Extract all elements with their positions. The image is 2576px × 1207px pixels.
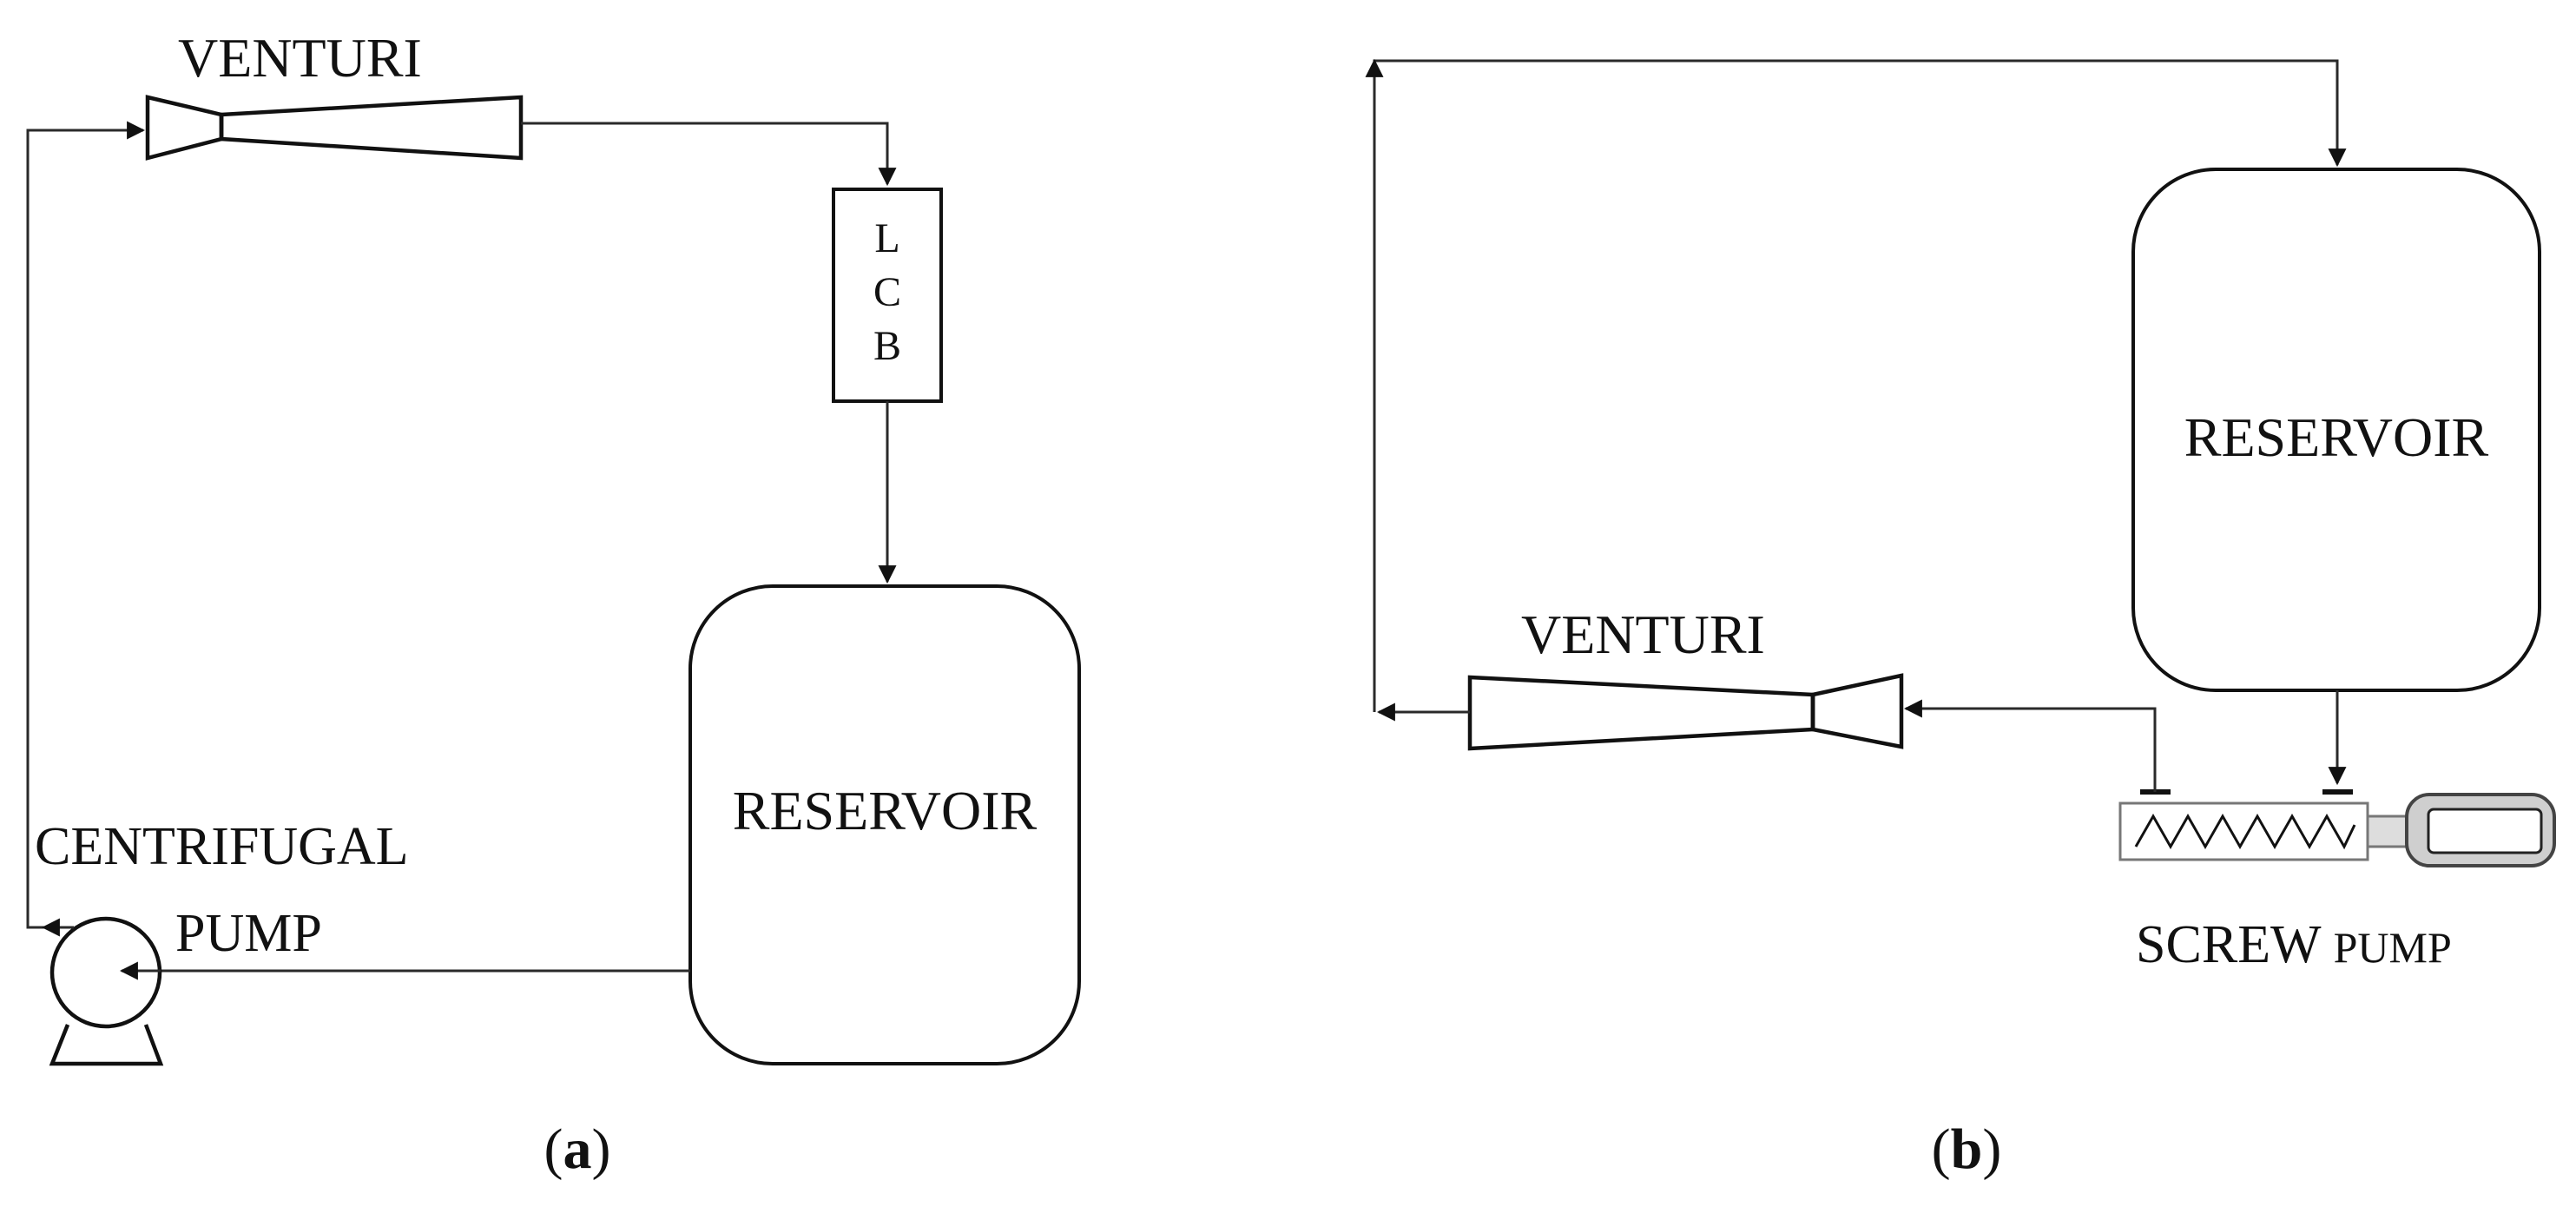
centrifugal-pump — [49, 916, 164, 1066]
pump-a-label-line2: PUMP — [175, 904, 322, 963]
caption-b: (b) — [1932, 1118, 2002, 1181]
lcb-letter-l: L — [874, 215, 899, 261]
pipe-return-to-reservoir — [1373, 59, 2347, 712]
pump-a-label-line1: CENTRIFUGAL — [35, 817, 409, 876]
reservoir-b-label: RESERVOIR — [2184, 406, 2489, 468]
venturi-a-label: VENTURI — [178, 27, 422, 89]
pipe-screw-pump-to-venturi — [1903, 699, 2157, 792]
venturi-a — [145, 95, 524, 161]
venturi-b-label: VENTURI — [1521, 604, 1765, 665]
reservoir-a-label: RESERVOIR — [733, 780, 1038, 841]
reservoir-a — [688, 584, 1081, 1065]
pipe-pump-to-venturi — [26, 121, 146, 929]
caption-a: (a) — [544, 1118, 611, 1181]
screw-pump — [2118, 789, 2556, 867]
lcb-letter-b: B — [873, 323, 901, 369]
lcb-letter-c: C — [873, 269, 901, 315]
venturi-b — [1467, 673, 1904, 751]
pipe-venturi-to-lcb — [521, 122, 897, 187]
panel-a: VENTURI L C B RESERVOIR CENTRIFUGAL PUMP… — [26, 27, 1081, 1181]
